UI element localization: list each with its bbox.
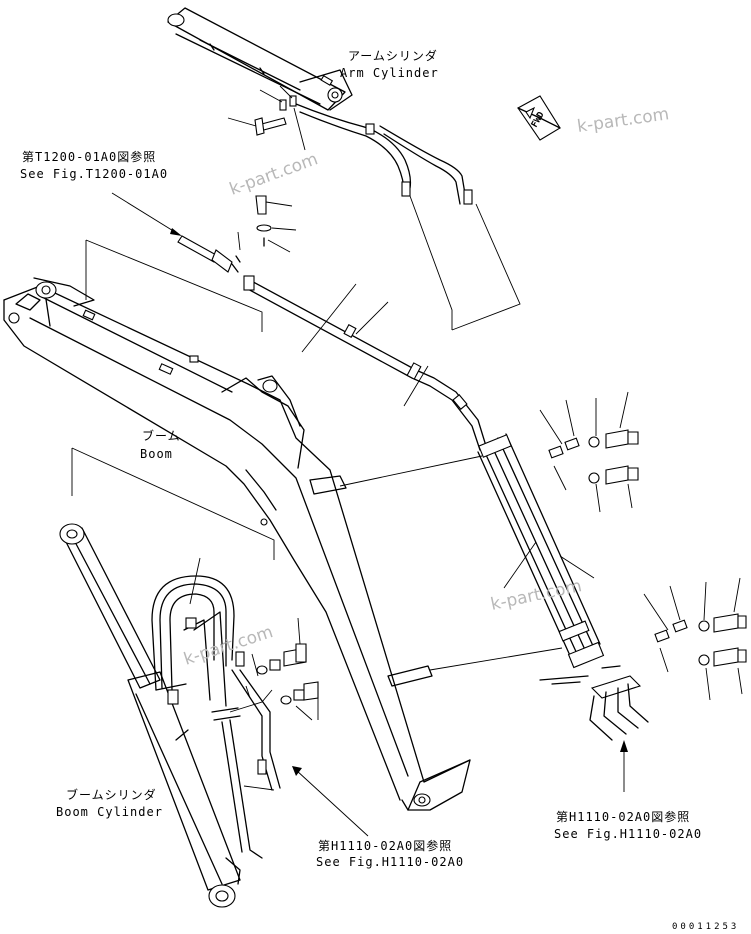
arm-pipe <box>243 275 487 451</box>
ref-t1200-label-jp: 第T1200-01A0図参照 <box>22 149 156 164</box>
arm-cylinder-label-en: Arm Cylinder <box>340 66 439 80</box>
ref-t1200-label-en: See Fig.T1200-01A0 <box>20 167 168 181</box>
boom-cylinder-label-en: Boom Cylinder <box>56 805 163 819</box>
boom-cylinder-label-jp: ブームシリンダ <box>66 787 157 802</box>
arm-hoses <box>295 103 473 205</box>
arm-cylinder-label-jp: アームシリンダ <box>348 48 438 63</box>
labels: アームシリンダ Arm Cylinder 第T1200-01A0図参照 See … <box>20 48 702 869</box>
callout-frames <box>71 195 521 560</box>
boom <box>3 277 471 811</box>
boom-label-jp: ブーム <box>142 428 181 443</box>
boom-label-en: Boom <box>140 447 173 461</box>
arm-cylinder <box>167 7 353 111</box>
drawing-code: 00011253 <box>672 922 739 932</box>
boom-pipes <box>339 433 605 671</box>
upper-fasteners <box>227 85 306 253</box>
ref-h1110-right-label-jp: 第H1110-02A0図参照 <box>556 809 690 824</box>
h1110-bottom-leader <box>292 766 369 837</box>
boom-cylinder <box>59 523 241 908</box>
watermark: k-part.com <box>576 104 670 137</box>
fwd-tag: FWD <box>517 95 561 141</box>
t1200-ref-fitting <box>111 192 241 273</box>
right-fasteners-lower <box>643 577 747 701</box>
h1110-right-fitting <box>539 665 649 792</box>
right-fasteners-upper <box>539 391 639 513</box>
ref-h1110-bottom-label-jp: 第H1110-02A0図参照 <box>318 838 452 853</box>
ref-h1110-right-label-en: See Fig.H1110-02A0 <box>554 827 702 841</box>
ref-h1110-bottom-label-en: See Fig.H1110-02A0 <box>316 855 464 869</box>
watermark: k-part.com <box>227 149 321 199</box>
lower-center-fasteners <box>245 617 319 721</box>
boom-cylinder-hoses <box>151 557 281 859</box>
